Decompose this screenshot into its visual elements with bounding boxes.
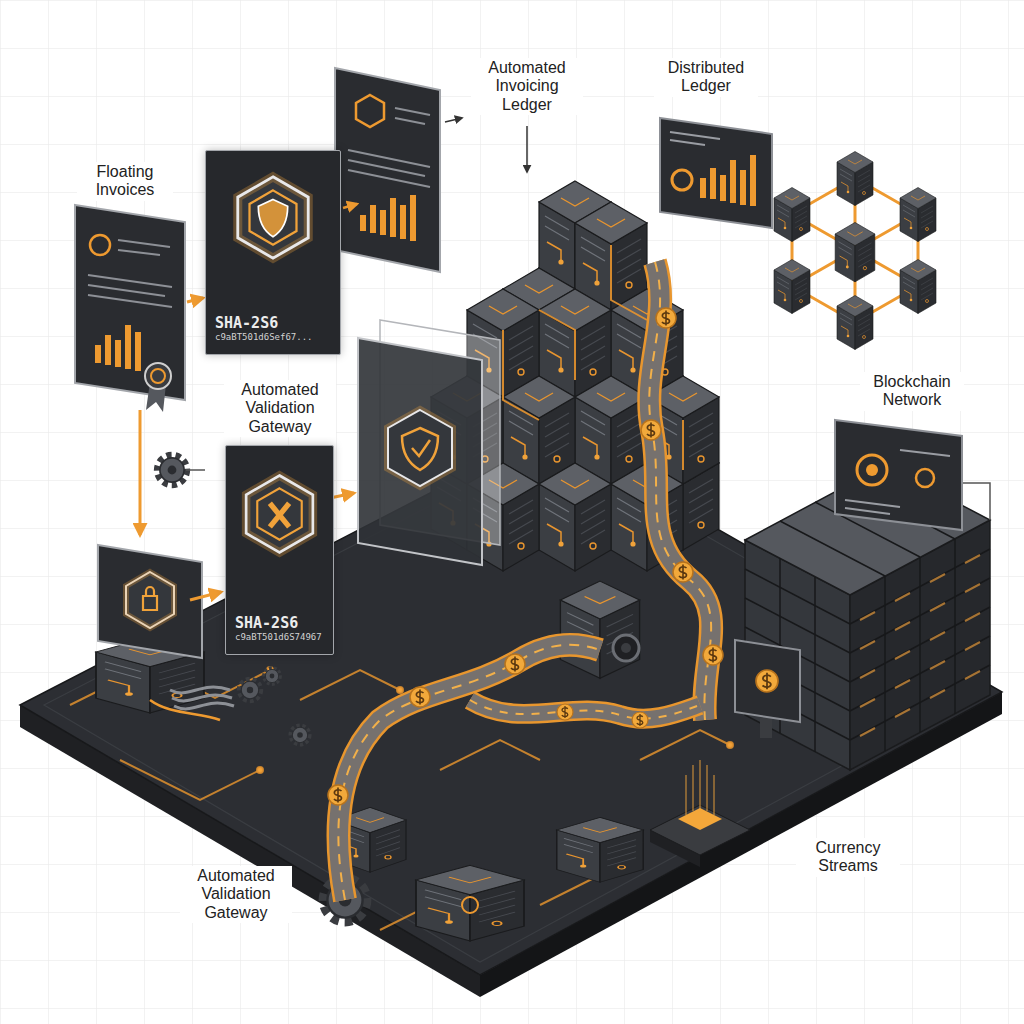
text-group: SHA-2S6c9aBT501d6S74967: [235, 614, 322, 644]
coins: [328, 308, 723, 805]
hash-title: SHA-2S6: [235, 614, 298, 633]
icon-mark: [270, 503, 289, 527]
hash-title: SHA-2S6: [215, 314, 278, 333]
callout-label: Blockchain Network: [860, 372, 964, 411]
ledger-machines: [334, 807, 643, 941]
text-group: SHA-2S6c9aBT501d6Sef67...: [215, 314, 313, 344]
gateway-machine: [560, 581, 639, 678]
icon-hexagon: [246, 475, 313, 552]
invoice-document: [335, 68, 440, 272]
icon-hexagon: [257, 488, 301, 539]
hexagon-icon: [206, 161, 340, 274]
icon-glow: [246, 475, 313, 552]
callout-label: Distributed Ledger: [654, 58, 758, 97]
icon-hexagon: [238, 177, 308, 258]
hexagon-icon: [226, 456, 333, 572]
coin-monitor: [735, 640, 800, 738]
callout-label: Automated Validation Gateway: [180, 866, 292, 923]
invoice-document: [75, 205, 185, 412]
hash-value: c9aBT501d6S74967: [235, 632, 322, 644]
blockchain-network: [774, 152, 936, 350]
glowing-chip: [650, 760, 750, 867]
icon-mark: [258, 199, 287, 236]
document-panel: SHA-2S6c9aBT501d6Sef67...: [205, 150, 341, 355]
network-monitor: [835, 420, 990, 530]
icon-hexagon: [250, 190, 297, 244]
callout-label: Automated Invoicing Ledger: [471, 58, 583, 115]
callout-label: Automated Validation Gateway: [224, 380, 336, 437]
validation-terminal: [96, 545, 234, 720]
callout-label: Currency Streams: [796, 838, 900, 877]
document-panel: SHA-2S6c9aBT501d6S74967: [225, 445, 334, 655]
gateway-document: [358, 320, 500, 565]
currency-streams: [338, 262, 711, 900]
hash-value: c9aBT501d6Sef67...: [215, 332, 313, 344]
icon-glow: [238, 177, 308, 258]
callout-label: Floating Invoices: [77, 162, 173, 201]
chart-monitor: [660, 118, 772, 228]
